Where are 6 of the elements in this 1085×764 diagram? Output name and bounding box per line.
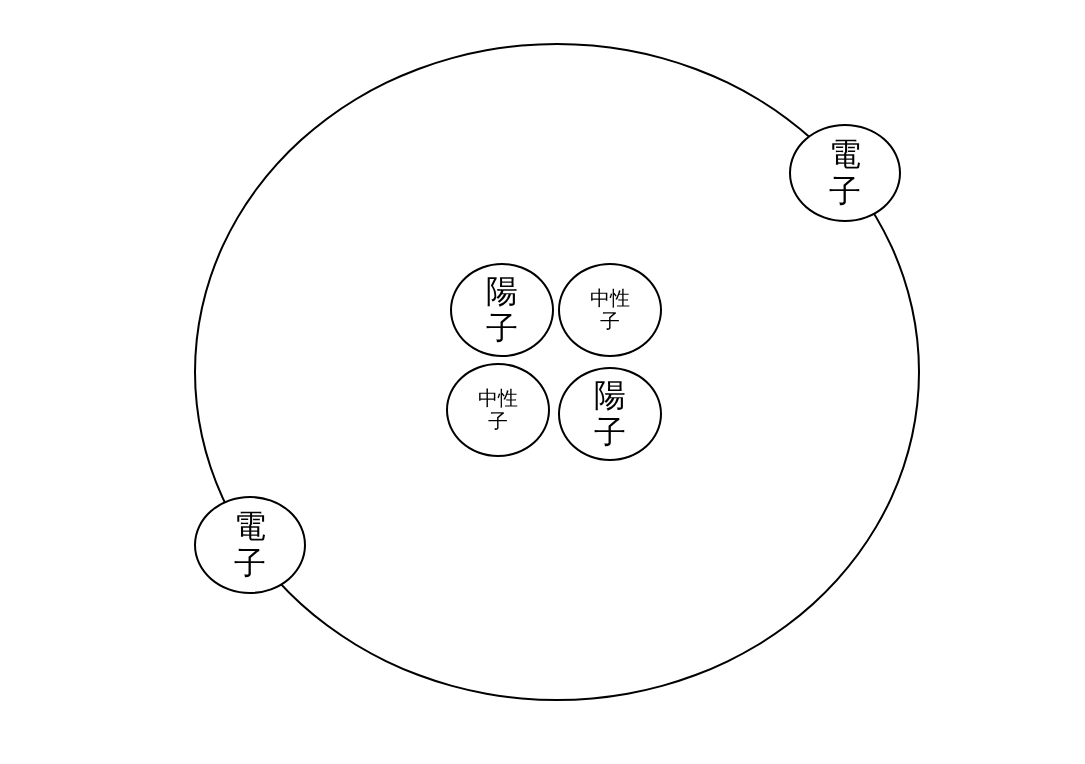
particle-label: 中性子: [477, 387, 519, 433]
particle-label: 電子: [233, 508, 267, 582]
particle-label: 陽子: [485, 273, 519, 347]
particle-label: 電子: [828, 136, 862, 210]
particle-label: 陽子: [593, 377, 627, 451]
particle-label: 中性子: [589, 287, 631, 333]
